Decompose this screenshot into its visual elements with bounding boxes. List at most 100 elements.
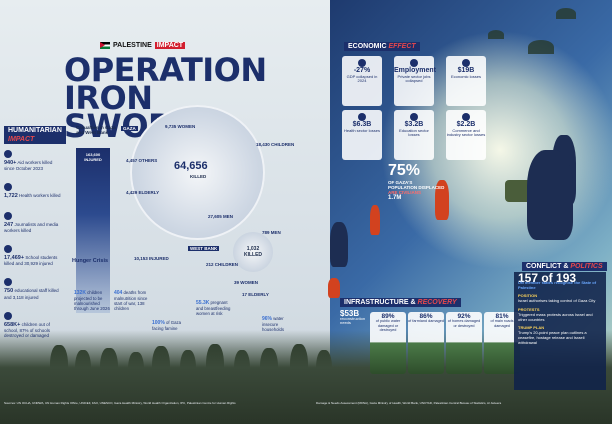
hunger-stat: 132K children projected to be malnourish… [74,290,112,311]
stat-number: 55.3K [196,300,210,306]
soldier-icon [527,150,573,240]
stat-label: deaths from malnutrition since start of … [114,290,148,311]
stat-label: School students killed and 30,929 injure… [4,255,58,267]
displacement-stat: 75% OF GAZA'S POPULATION DISPLACED ARE C… [388,162,448,201]
stat-number: 1,722 [4,193,18,200]
hunger-stat: 96% water insecure households [262,316,300,332]
econ-number: $6.3B [352,121,372,128]
list-item: 658K+ children out of school, 87% of sch… [4,311,64,339]
killed-label: KILLED [190,174,207,179]
displacement-label-a: OF GAZA'S [388,180,413,185]
economic-heading: ECONOMIC EFFECT [344,42,420,51]
stat-label: Aid workers killed since October 2023 [4,160,53,172]
palestine-flag-icon [100,42,110,49]
journalist-icon [4,211,12,220]
civilian-figure-icon [370,205,380,235]
killed-number: 64,656 [174,160,208,172]
infra-number: 86% [419,313,433,320]
stat-number: 132K [74,290,86,296]
conflict-panel: 157 of 193 UN member states recognise th… [514,272,606,390]
segment-women: 9,735 WOMEN [165,124,196,129]
hunger-stat: 55.3K pregnant and breastfeeding women a… [196,300,234,316]
econ-number: -27% [353,67,371,74]
stat-label: water insecure households [262,316,284,332]
conflict-heading-em: POLITICS [570,263,603,270]
econ-label: Health sector losses [343,127,380,133]
hunger-stat: 404 deaths from malnutrition since start… [114,290,152,311]
stat-number: 247 [4,221,14,228]
displacement-label-c: ARE CIVILIANS [388,190,422,195]
gaza-tag: GAZA [121,126,138,131]
econ-number: $19B [457,67,475,74]
infra-number: 81% [495,313,509,320]
list-item: 17,469+ School students killed and 30,92… [4,245,64,266]
sources-left: Sources: UN OCHA, UNRWA, UN Human Rights… [4,401,236,405]
stat-label: pregnant and breastfeeding women at risk [196,300,231,316]
west-bank-tag: WEST BANK [188,246,220,251]
stat-label: Journalists and media workers killed [4,221,59,233]
aid-worker-icon [4,150,12,158]
recognition-label: UN member states recognise the State of … [518,279,597,290]
wb-children: 212 CHILDREN [206,262,239,267]
list-item: 940+ Aid workers killed since October 20… [4,150,64,171]
wb-men: 789 MEN [262,230,281,235]
segment-men: 27,605 MEN [208,214,234,219]
conflict-text: Triggered mass protests across Israel an… [518,311,593,322]
infra-heading-text: INFRASTRUCTURE & [344,299,416,306]
list-item: 750 educational staff killed and 3,118 i… [4,278,64,300]
wb-elderly: 17 ELDERLY [242,292,269,297]
injured-number: 163,600 [85,152,101,157]
econ-number: $3.2B [404,121,424,128]
humanitarian-heading-text: HUMANITARIAN [8,127,62,134]
stat-number: 750 [4,288,14,295]
hospital-icon [358,113,366,121]
infra-label: of main roads damaged [490,319,514,328]
reconstruction-number: $53B [340,309,360,318]
infra-number: 89% [381,313,395,320]
casualties-label: Casualties in Gaza and West Bank [76,125,116,135]
civilian-figure-icon [328,278,340,298]
wb-killed-circle [233,232,273,272]
econ-label: GDP collapsed in 2024 [346,73,378,84]
stat-number: 100% [152,320,165,326]
displacement-pct: 75% [388,162,421,179]
humanitarian-list: 940+ Aid workers killed since October 20… [4,150,64,350]
conflict-subhead: TRUMP PLAN [518,325,545,331]
stat-label: of Gaza facing famine [152,320,182,331]
reconstruction-label: reconstruction needs [340,315,366,326]
parachute-icon [556,8,576,19]
header-tag: PALESTINE IMPACT [100,42,186,49]
stat-label: children projected to be malnourished th… [74,290,110,311]
student-icon [4,245,12,254]
stat-label: educational staff killed and 3,118 injur… [4,288,59,300]
humanitarian-heading-em: IMPACT [8,136,35,143]
injured-value: 163,600 INJURED [79,152,107,162]
sources-right: Damage & Needs Assessment (RDNA), Gaza M… [316,401,502,405]
list-item: 1,722 Health workers killed [4,183,64,199]
humanitarian-heading: HUMANITARIAN IMPACT [4,126,66,144]
list-item: 247 Journalists and media workers killed [4,211,64,233]
teacher-icon [4,278,12,287]
conflict-text: Israel authorises taking control of Gaza… [518,298,596,304]
infrastructure-heading: INFRASTRUCTURE & RECOVERY [340,298,461,307]
econ-label: Economic losses [450,73,481,79]
stat-label: Health workers killed [19,193,61,199]
injured-bar [76,148,110,313]
reconstruction-stat: $53B reconstruction needs [340,309,372,326]
economic-heading-text: ECONOMIC [348,43,387,50]
health-worker-icon [4,183,12,192]
displacement-label-b: POPULATION DISPLACED [388,185,445,190]
parachute-icon [528,40,554,54]
infra-label: of homes damaged or destroyed [447,319,481,328]
briefcase-icon [410,59,418,67]
infra-card: 89%of public water damaged or destroyed [370,312,406,374]
tag-label: PALESTINE [113,42,152,49]
econ-label: Private sector jobs collapsed [397,73,431,84]
conflict-text: Trump's 20-point peace plan outlines a c… [518,330,587,345]
infra-label: of public water damaged or destroyed [375,319,401,332]
stat-label: children out of school, 87% of schools d… [4,321,51,339]
